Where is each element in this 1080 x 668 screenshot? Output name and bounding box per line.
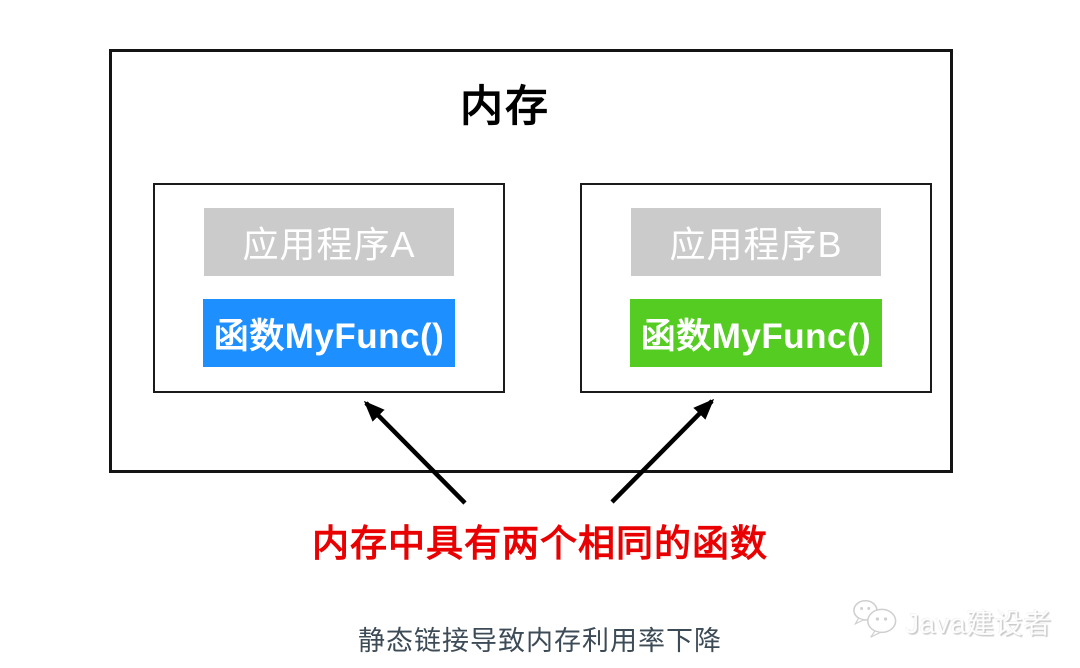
app-b-label: 应用程序B	[631, 208, 881, 276]
caption-text: 静态链接导致内存利用率下降	[358, 626, 722, 656]
watermark: Java建设者	[852, 597, 1052, 646]
memory-title: 内存	[460, 83, 550, 131]
wechat-bubbles-icon	[852, 597, 898, 646]
app-box-b: 应用程序B 函数MyFunc()	[580, 183, 932, 393]
app-box-a: 应用程序A 函数MyFunc()	[153, 183, 505, 393]
app-a-label: 应用程序A	[204, 208, 454, 276]
app-b-func-label: 函数MyFunc()	[630, 299, 882, 367]
watermark-text: Java建设者	[905, 607, 1052, 639]
app-a-func-label: 函数MyFunc()	[203, 299, 455, 367]
annotation-text: 内存中具有两个相同的函数	[312, 523, 768, 564]
